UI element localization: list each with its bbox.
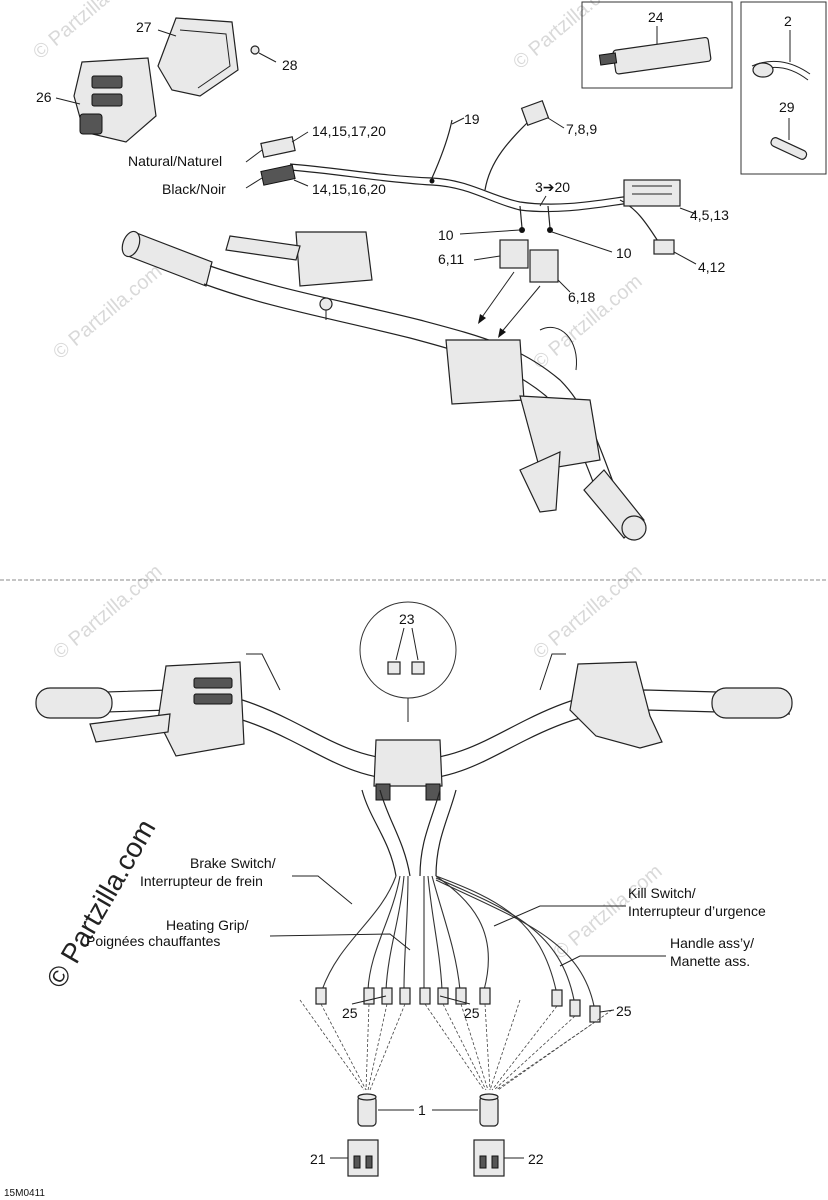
callout-25-left: 25 (342, 1005, 358, 1021)
bottom-parts: 1 21 22 (310, 1093, 544, 1177)
tube-box: 24 (581, 1, 733, 89)
label-heating-grip-fr: Poignées chauffantes (86, 933, 220, 949)
connector-6-18 (529, 249, 559, 283)
connector-4-12 (653, 239, 675, 255)
terminals (315, 987, 601, 1023)
left-control-housing (295, 231, 373, 287)
top-callouts: 19 7,8,9 14,15,17,20 14,15,16,20 Natural… (128, 111, 729, 305)
terminal-23 (387, 661, 401, 675)
switch-button (91, 93, 123, 107)
connector-black (260, 164, 296, 186)
brake-lever-front (89, 713, 171, 743)
terminal-23 (411, 661, 425, 675)
switch-button (91, 75, 123, 89)
terminal-25 (551, 989, 563, 1007)
callout-14-15-16-20: 14,15,16,20 (312, 181, 386, 197)
terminal-25 (419, 987, 431, 1005)
label-kill-switch-en: Kill Switch/ (628, 885, 696, 901)
callout-7-8-9: 7,8,9 (566, 121, 597, 137)
handlebar-front: 23 (35, 601, 793, 801)
watermark-text: © Partzilla.com (529, 270, 646, 373)
wire-bundles (321, 789, 595, 1007)
label-handle-assy-fr: Manette ass. (670, 953, 750, 969)
diagram-code: 15M0411 (4, 1188, 45, 1199)
throttle-lever (519, 451, 561, 513)
callout-6-18: 6,18 (568, 289, 595, 305)
callout-19: 19 (464, 111, 480, 127)
callout-14-15-17-20: 14,15,17,20 (312, 123, 386, 139)
switch-button (193, 677, 233, 689)
callout-10-right: 10 (616, 245, 632, 261)
tube-cap (598, 52, 618, 66)
sealant-tube (612, 36, 712, 75)
watermark-text-main: © Partzilla.com (40, 814, 161, 993)
label-heating-grip-en: Heating Grip/ (166, 917, 249, 933)
label-kill-switch-fr: Interrupteur d’urgence (628, 903, 766, 919)
watermarks: © Partzilla.com © Partzilla.com © Partzi… (29, 0, 666, 993)
callout-6-11: 6,11 (438, 251, 464, 267)
connector-7-8-9 (520, 100, 550, 126)
wiring-harness (260, 100, 681, 338)
switch-housing-group: 27 28 26 (36, 17, 298, 143)
callout-21: 21 (310, 1151, 326, 1167)
connector-6-11 (499, 239, 529, 269)
clamp-bolt (375, 783, 391, 801)
brake-lever (225, 235, 301, 261)
tube-piece (770, 137, 808, 160)
callout-3-to-20: 3➔20 (535, 179, 570, 195)
connector-natural (260, 136, 296, 158)
bottom-callouts: 25 25 25 Brake Switch/ Interrupteur de f… (4, 855, 766, 1199)
callout-22: 22 (528, 1151, 544, 1167)
callout-27: 27 (136, 19, 152, 35)
left-switch-front (157, 661, 245, 757)
screw-28 (250, 45, 260, 55)
switch-cover-27 (157, 17, 239, 97)
callout-26: 26 (36, 89, 52, 105)
callout-25-right: 25 (616, 1003, 632, 1019)
label-brake-switch-fr: Interrupteur de frein (140, 873, 263, 889)
callout-4-12: 4,12 (698, 259, 725, 275)
label-handle-assy-en: Handle ass’y/ (670, 935, 754, 951)
terminal-25 (479, 987, 491, 1005)
callout-25-mid: 25 (464, 1005, 480, 1021)
callout-24: 24 (648, 9, 664, 25)
terminal-25 (569, 999, 581, 1017)
label-brake-switch-en: Brake Switch/ (190, 855, 276, 871)
left-grip-front (35, 687, 113, 719)
watermark-text: © Partzilla.com (49, 260, 166, 363)
connector-4-5-13 (623, 179, 681, 207)
right-grip-front (711, 687, 793, 719)
callout-28: 28 (282, 57, 298, 73)
watermark-text: © Partzilla.com (29, 0, 146, 64)
callout-23: 23 (399, 611, 415, 627)
terminal-25 (399, 987, 411, 1005)
label-black: Black/Noir (162, 181, 226, 197)
terminal-25 (437, 987, 449, 1005)
right-throttle-front (569, 661, 663, 749)
callout-4-5-13: 4,5,13 (690, 207, 729, 223)
dashed-guides (299, 999, 613, 1091)
callout-1: 1 (418, 1102, 426, 1118)
terminal-25 (363, 987, 375, 1005)
center-clamp-front (373, 739, 443, 787)
handlebar-perspective (121, 230, 647, 541)
terminal-25 (315, 987, 327, 1005)
callout-29: 29 (779, 99, 795, 115)
right-control-housing (519, 395, 601, 471)
switch-lever (79, 113, 103, 135)
cable-tie-head (752, 62, 774, 78)
label-natural: Natural/Naturel (128, 153, 222, 169)
watermark-text: © Partzilla.com (529, 560, 646, 663)
callout-10-left: 10 (438, 227, 454, 243)
callout-2: 2 (784, 13, 792, 29)
terminal-25 (381, 987, 393, 1005)
ties-box: 2 29 (740, 1, 827, 175)
connector-housing-21 (347, 1139, 379, 1177)
connector-housing-22 (473, 1139, 505, 1177)
watermark-text: © Partzilla.com (49, 560, 166, 663)
center-clamp (445, 339, 525, 405)
switch-button (193, 693, 233, 705)
